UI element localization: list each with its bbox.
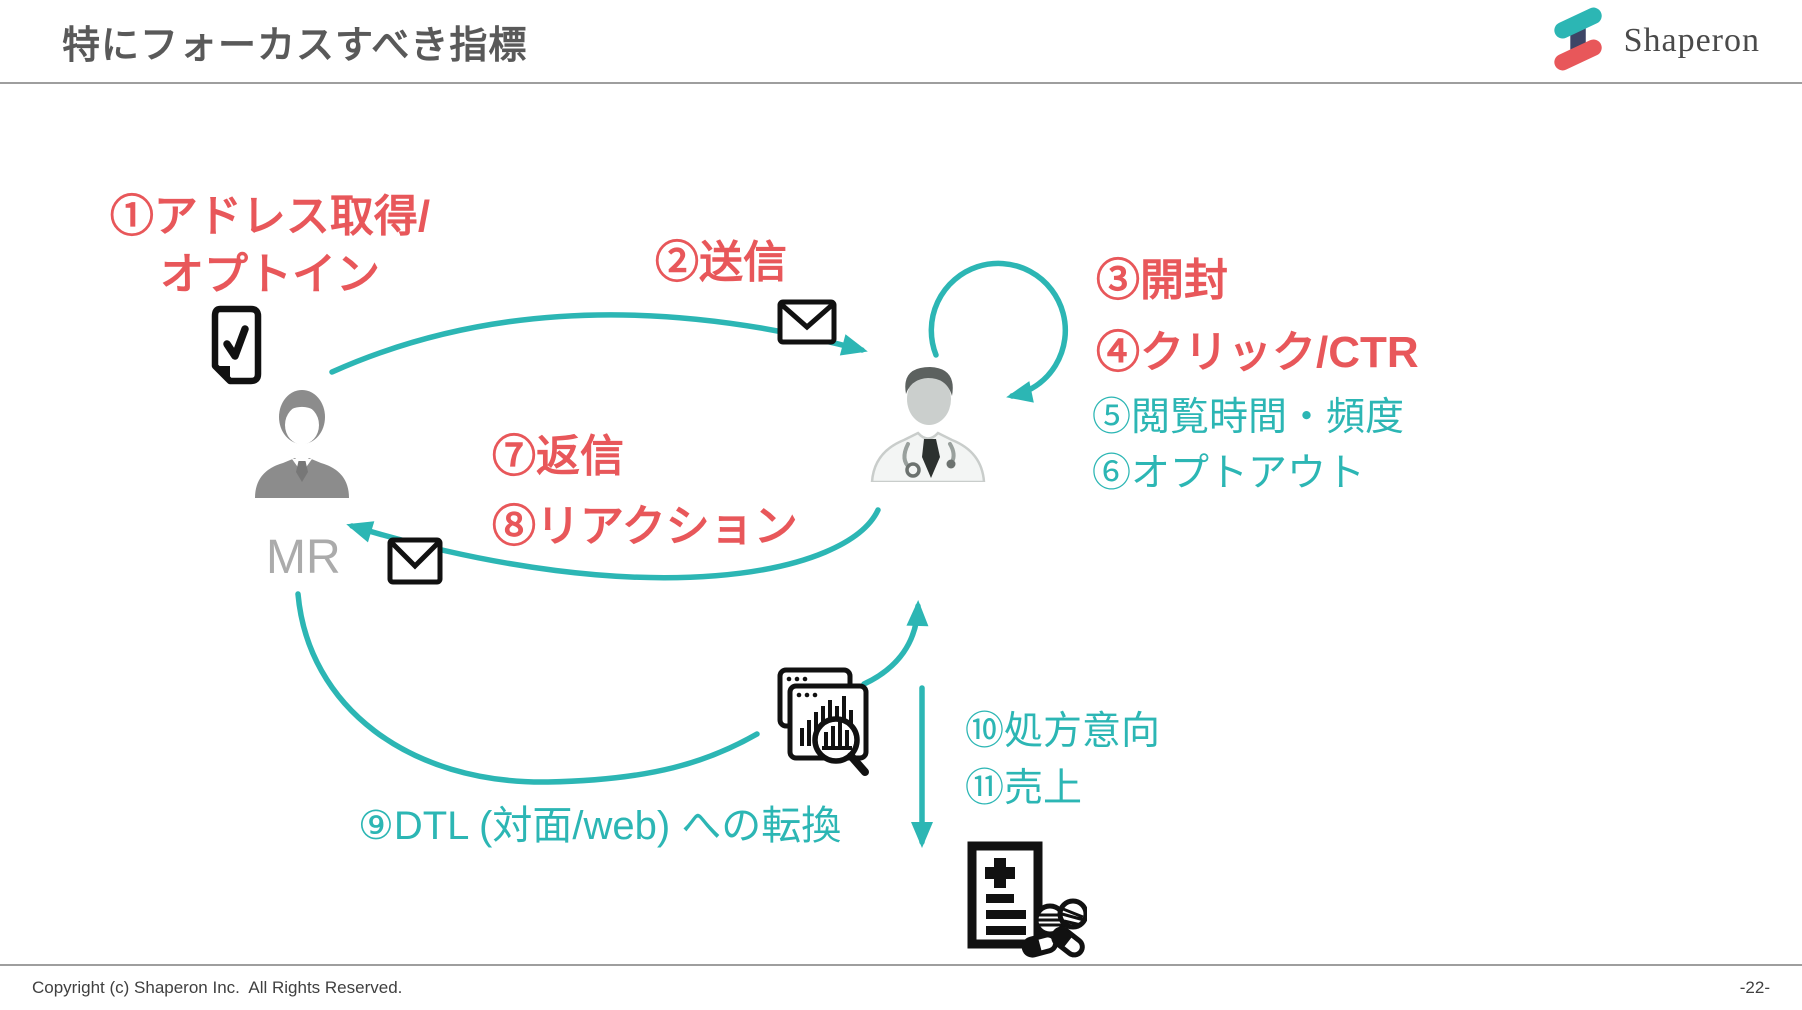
arrow-dtl-conversion — [295, 591, 760, 785]
prescription-medicine-icon — [962, 840, 1089, 965]
document-check-icon — [205, 304, 267, 393]
label-step11-sales: ⑪売上 — [965, 767, 1083, 810]
label-step1-line2: オプトイン — [160, 250, 380, 299]
label-step7-reply: ⑦返信 — [492, 432, 624, 481]
slide-header: 特にフォーカスすべき指標 Shaperon — [0, 0, 1802, 84]
label-step2-send: ②送信 — [655, 238, 787, 287]
brand-name: Shaperon — [1623, 22, 1760, 59]
label-step9-dtl: ⑨DTL (対面/web) への転換 — [358, 804, 842, 848]
label-step8-reaction: ⑧リアクション — [492, 502, 798, 551]
label-step3-open: ③開封 — [1096, 256, 1228, 305]
label-step10-intent: ⑩処方意向 — [965, 710, 1161, 753]
label-step4-click-ctr: ④クリック/CTR — [1096, 328, 1419, 377]
arrow-analytics-up — [861, 600, 929, 687]
label-mr: MR — [266, 531, 341, 584]
label-step5-view-time: ⑤閲覧時間・頻度 — [1092, 396, 1405, 439]
slide-footer: Copyright (c) Shaperon Inc. All Rights R… — [0, 964, 1802, 1010]
page-number: -22- — [1739, 978, 1770, 997]
page-title: 特にフォーカスすべき指標 — [62, 24, 528, 67]
doctor-icon — [858, 354, 998, 487]
envelope-icon — [776, 298, 838, 351]
shaperon-logo-icon — [1550, 5, 1608, 78]
analytics-report-icon — [766, 666, 870, 783]
label-step6-optout: ⑥オプトアウト — [1092, 452, 1366, 495]
label-step1-address-optin: ①アドレス取得/ オプトイン — [70, 188, 470, 304]
copyright-text: Copyright (c) Shaperon Inc. All Rights R… — [32, 978, 403, 997]
business-person-icon — [250, 376, 355, 503]
brand-logo: Shaperon — [1550, 5, 1760, 78]
envelope-icon — [386, 536, 444, 591]
label-step1-line1: ①アドレス取得/ — [109, 192, 431, 241]
